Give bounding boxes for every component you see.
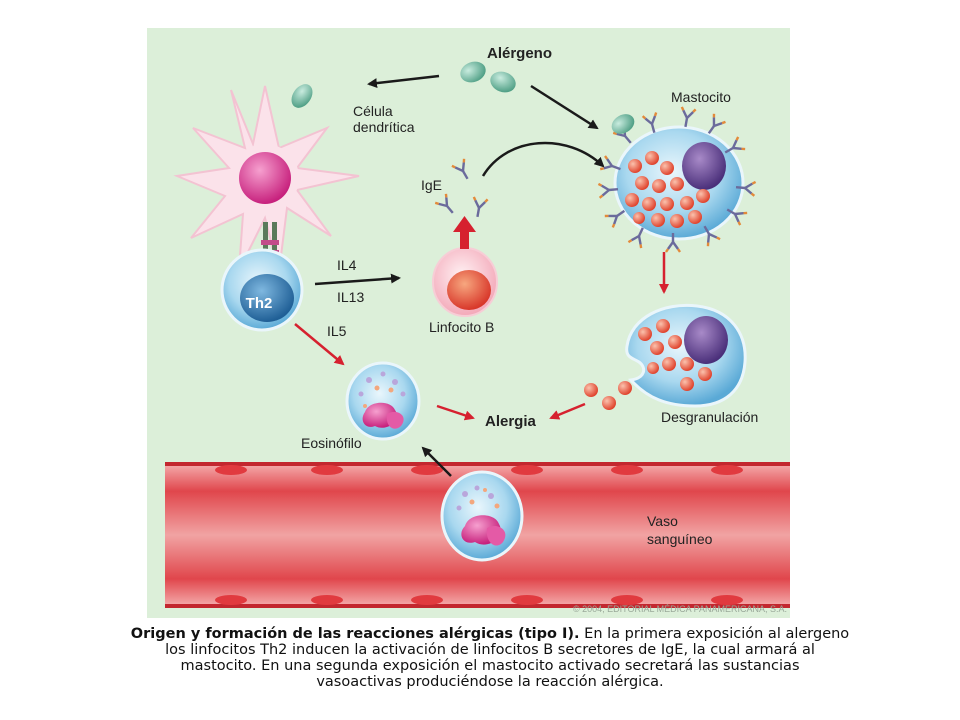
copyright-notice: © 2004, EDITORIAL MÉDICA PANAMERICANA, S… — [573, 604, 787, 614]
label-celula-dendritica-2: dendrítica — [353, 119, 415, 135]
label-il5: IL5 — [327, 323, 347, 339]
caption-line-1: Origen y formación de las reacciones alé… — [60, 626, 920, 642]
label-alergeno: Alérgeno — [487, 45, 552, 62]
arrow-eosinophil-to-allergy — [436, 404, 475, 421]
label-eosinofilo: Eosinófilo — [301, 435, 362, 451]
dendritic-cell — [173, 85, 360, 273]
allergen-particles — [460, 61, 516, 93]
b-lymphocyte — [432, 247, 498, 317]
arrow-il5-to-eosinophil — [294, 323, 345, 366]
figure-caption: Origen y formación de las reacciones alé… — [60, 626, 920, 690]
label-il13: IL13 — [337, 289, 364, 305]
arrow-allergen-to-dendritic — [367, 74, 440, 89]
eosinophil — [345, 361, 421, 441]
label-celula-dendritica-1: Célula — [353, 103, 393, 119]
label-mastocito: Mastocito — [671, 89, 731, 105]
label-vaso-2: sanguíneo — [647, 531, 713, 547]
label-linfocito-b: Linfocito B — [429, 319, 494, 335]
arrow-ige-to-mastcell — [481, 141, 605, 177]
arrow-th2-to-bcell — [314, 273, 401, 286]
label-il4: IL4 — [337, 257, 357, 273]
label-vaso-1: Vaso — [647, 513, 678, 529]
caption-line-4: vasoactivas produciéndose la reacción al… — [316, 674, 664, 690]
arrow-granules-to-allergy — [549, 402, 586, 420]
mast-cell — [597, 105, 757, 254]
label-ige: IgE — [421, 177, 442, 193]
caption-line-1-rest: En la primera exposición al alergeno — [579, 626, 850, 642]
arrow-allergen-to-mastcell — [530, 84, 599, 130]
caption-line-3: mastocito. En una segunda exposición el … — [180, 658, 800, 674]
caption-line-2: los linfocitos Th2 inducen la activación… — [165, 642, 815, 658]
allergy-diagram: Th2 — [147, 28, 790, 618]
arrow-vessel-to-eosinophil — [421, 446, 452, 477]
allergen-on-dendritic-cell — [291, 84, 313, 108]
caption-title: Origen y formación de las reacciones alé… — [130, 626, 580, 642]
th2-label: Th2 — [246, 295, 273, 312]
label-alergia: Alergia — [485, 413, 537, 430]
ige-secretion-arrow — [453, 216, 476, 249]
degranulating-mast-cell — [584, 303, 747, 410]
label-desgranulacion: Desgranulación — [661, 409, 758, 425]
eosinophil-in-vessel — [440, 470, 524, 562]
arrows — [294, 74, 669, 477]
th2-cell: Th2 — [220, 248, 304, 332]
